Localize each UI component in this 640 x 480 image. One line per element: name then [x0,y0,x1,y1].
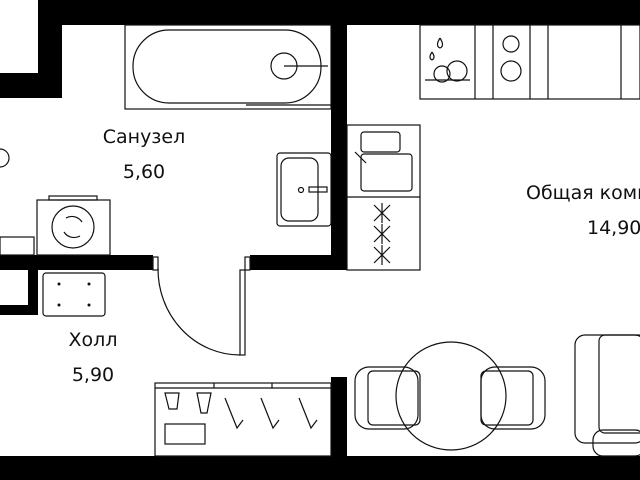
room-name-hall: Холл [69,329,118,351]
room-area-living: 14,90 [587,217,640,239]
kitchen-counter [419,24,640,100]
dining-set [354,341,546,451]
bathtub [124,24,332,110]
washing-machine [36,195,111,256]
room-area-bathroom: 5,60 [123,161,165,183]
door [152,256,251,356]
sofa [574,334,640,457]
kitchen-side [346,124,421,271]
wardrobe [154,382,332,457]
room-name-bathroom: Санузел [103,126,186,148]
room-labels: Санузел 5,60 Холл 5,90 Общая комната 14,… [69,126,640,386]
room-area-hall: 5,90 [72,364,114,386]
room-name-living: Общая комната [526,182,640,204]
left-cabinet [0,148,106,317]
sink [276,152,332,227]
